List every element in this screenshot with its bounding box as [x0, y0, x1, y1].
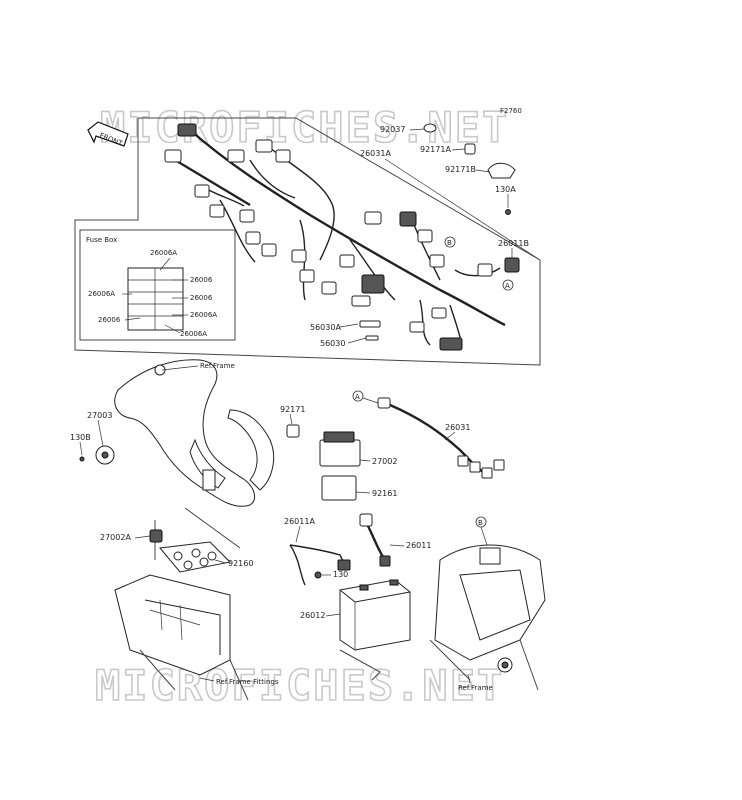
callout-27003: 27003 [87, 411, 112, 420]
ref-frame-fittings: Ref.Frame Fittings [216, 678, 279, 686]
ref-frame-top: Ref.Frame [200, 362, 235, 370]
part-27002-ecu [319, 431, 361, 467]
callout-26031A: 26031A [360, 149, 391, 158]
fuse-label-right3: 26006A [190, 311, 217, 319]
part-26011-lead [359, 513, 391, 567]
fuse-label-left1: 26006A [88, 290, 115, 298]
svg-text:A: A [355, 393, 360, 401]
callout-26011: 26011 [406, 541, 431, 550]
part-92161-case [321, 475, 357, 501]
fuse-box-inset: Fuse Box 26006A 26006A 26006 26006 26006… [79, 229, 236, 341]
svg-text:A: A [505, 282, 510, 290]
callout-92037: 92037 [380, 125, 405, 134]
battery-case-assembly [114, 507, 249, 701]
marker-b-top: B [444, 236, 456, 248]
svg-text:B: B [447, 239, 452, 247]
part-26011A-lead [289, 544, 351, 586]
callout-56030: 56030 [320, 339, 345, 348]
callout-130A: 130A [495, 185, 516, 194]
fuse-box-title: Fuse Box [86, 236, 117, 244]
marker-a-top: A [502, 279, 514, 291]
svg-text:B: B [478, 519, 483, 527]
frame-rear: B [429, 516, 546, 691]
harness-outline [74, 117, 541, 366]
callout-92161: 92161 [372, 489, 397, 498]
sub-harness-26031: A [352, 390, 505, 479]
callout-92171A: 92171A [420, 145, 451, 154]
part-26012-battery [339, 579, 411, 681]
ref-frame-bottom: Ref.Frame [458, 684, 493, 692]
part-92171-clamp [286, 424, 300, 438]
callout-26011A: 26011A [284, 517, 315, 526]
part-27003-horn [79, 445, 115, 465]
callout-92171B: 92171B [445, 165, 476, 174]
fuse-label-top: 26006A [150, 249, 177, 257]
fuse-label-bottom: 26006A [180, 330, 207, 338]
figure-code: F2760 [500, 107, 522, 115]
frame-middle [114, 359, 275, 507]
watermark-bottom: MICROFICHES.NET [95, 661, 504, 710]
fuse-label-left2: 26006 [98, 316, 121, 324]
callout-26012: 26012 [300, 611, 325, 620]
callout-56030A: 56030A [310, 323, 341, 332]
callout-26031: 26031 [445, 423, 470, 432]
callout-92171: 92171 [280, 405, 305, 414]
callout-130B: 130B [70, 433, 91, 442]
callout-92160: 92160 [228, 559, 253, 568]
callout-26011B: 26011B [498, 239, 529, 248]
fuse-label-right1: 26006 [190, 276, 213, 284]
main-harness [164, 123, 506, 351]
fuse-label-right2: 26006 [190, 294, 213, 302]
callout-27002: 27002 [372, 457, 397, 466]
clamp-parts-top [423, 123, 520, 273]
callout-27002A: 27002A [100, 533, 131, 542]
callout-130: 130 [333, 570, 348, 579]
watermark-top: MICROFICHES.NET [100, 103, 509, 152]
